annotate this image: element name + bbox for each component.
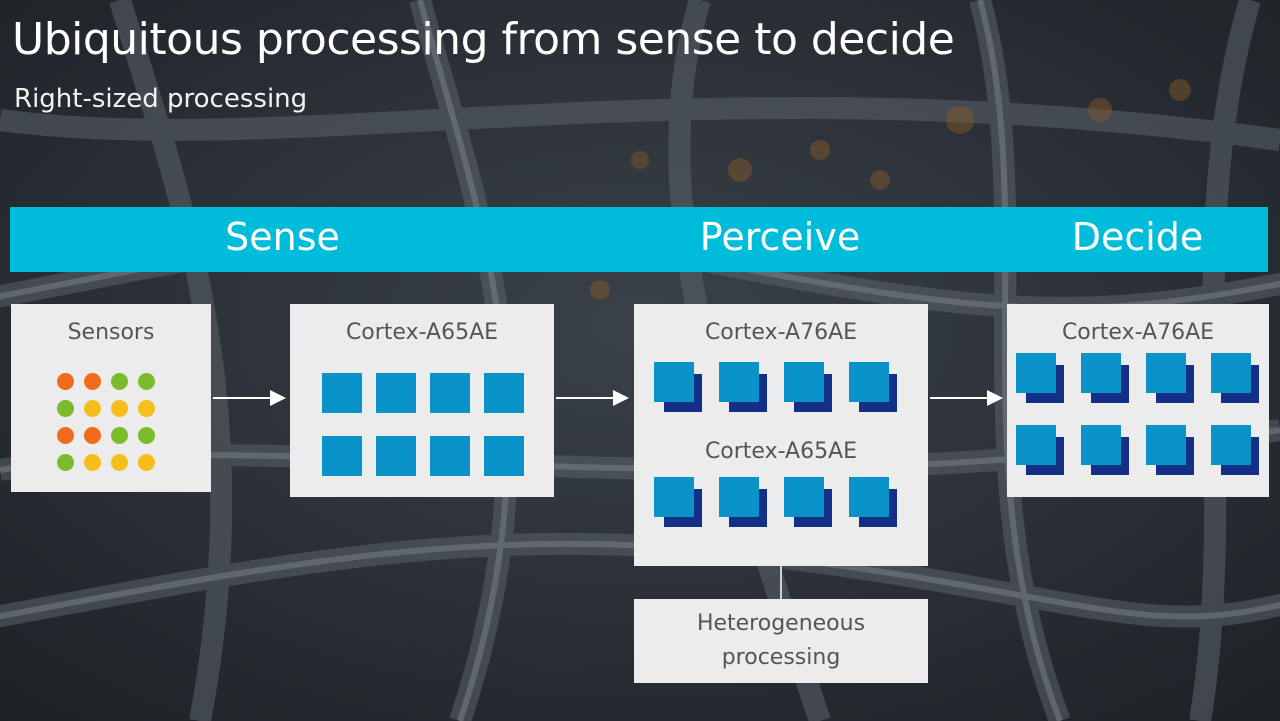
stage-sense-label: Sense bbox=[225, 215, 340, 259]
cpu-core-icon bbox=[1211, 353, 1261, 403]
sensor-dot bbox=[57, 373, 74, 390]
sensor-dot bbox=[84, 400, 101, 417]
sensor-dot bbox=[57, 454, 74, 471]
cpu-core-icon bbox=[719, 477, 769, 527]
cortex-a65ae-box: Cortex-A65AE bbox=[290, 304, 554, 497]
cpu-core-icon bbox=[376, 373, 416, 413]
cpu-core-icon bbox=[1146, 425, 1196, 475]
cpu-core-icon bbox=[849, 362, 899, 412]
cpu-core-icon bbox=[430, 436, 470, 476]
cpu-core-icon bbox=[322, 373, 362, 413]
sensors-box: Sensors bbox=[11, 304, 211, 492]
sensor-dot bbox=[111, 454, 128, 471]
heterogeneous-processing-box: Heterogeneous processing bbox=[634, 599, 928, 683]
cpu-core-icon bbox=[1211, 425, 1261, 475]
heterogeneous-line1: Heterogeneous bbox=[696, 611, 866, 636]
cpu-core-icon bbox=[376, 436, 416, 476]
stage-perceive-label: Perceive bbox=[699, 215, 861, 259]
sensors-label: Sensors bbox=[67, 320, 155, 345]
slide-subtitle: Right-sized processing bbox=[14, 84, 308, 114]
decide-box: Cortex-A76AE bbox=[1007, 304, 1269, 497]
sensor-dot bbox=[84, 454, 101, 471]
decide-a76ae-label: Cortex-A76AE bbox=[1061, 320, 1215, 345]
stage-decide-label: Decide bbox=[1071, 215, 1204, 259]
sensor-dot bbox=[138, 373, 155, 390]
sensor-dot bbox=[138, 400, 155, 417]
perceive-a76ae-label: Cortex-A76AE bbox=[704, 320, 858, 345]
perceive-a65ae-label: Cortex-A65AE bbox=[704, 439, 858, 464]
stage-band bbox=[10, 207, 1268, 272]
sensor-dot bbox=[111, 427, 128, 444]
cpu-core-icon bbox=[654, 477, 704, 527]
cpu-core-icon bbox=[484, 373, 524, 413]
cpu-core-icon bbox=[719, 362, 769, 412]
sensor-dot bbox=[138, 454, 155, 471]
sensor-dot bbox=[57, 400, 74, 417]
sensor-dot bbox=[138, 427, 155, 444]
cpu-core-icon bbox=[654, 362, 704, 412]
cpu-core-icon bbox=[1016, 425, 1066, 475]
cpu-core-icon bbox=[1081, 353, 1131, 403]
cpu-core-icon bbox=[849, 477, 899, 527]
heterogeneous-line2: processing bbox=[721, 645, 841, 670]
cpu-core-icon bbox=[784, 362, 834, 412]
sensor-dot bbox=[111, 373, 128, 390]
perceive-box: Cortex-A76AE Cortex-A65AE bbox=[634, 304, 928, 566]
cpu-core-icon bbox=[1081, 425, 1131, 475]
cpu-core-icon bbox=[1016, 353, 1066, 403]
cpu-core-icon bbox=[484, 436, 524, 476]
sensor-dot bbox=[84, 373, 101, 390]
cortex-a65ae-label: Cortex-A65AE bbox=[345, 320, 499, 345]
cpu-core-icon bbox=[430, 373, 470, 413]
slide-title: Ubiquitous processing from sense to deci… bbox=[12, 14, 955, 65]
cpu-core-icon bbox=[784, 477, 834, 527]
sensor-dot bbox=[111, 400, 128, 417]
sensor-dot bbox=[57, 427, 74, 444]
sensor-dot bbox=[84, 427, 101, 444]
cpu-core-icon bbox=[1146, 353, 1196, 403]
cpu-core-icon bbox=[322, 436, 362, 476]
